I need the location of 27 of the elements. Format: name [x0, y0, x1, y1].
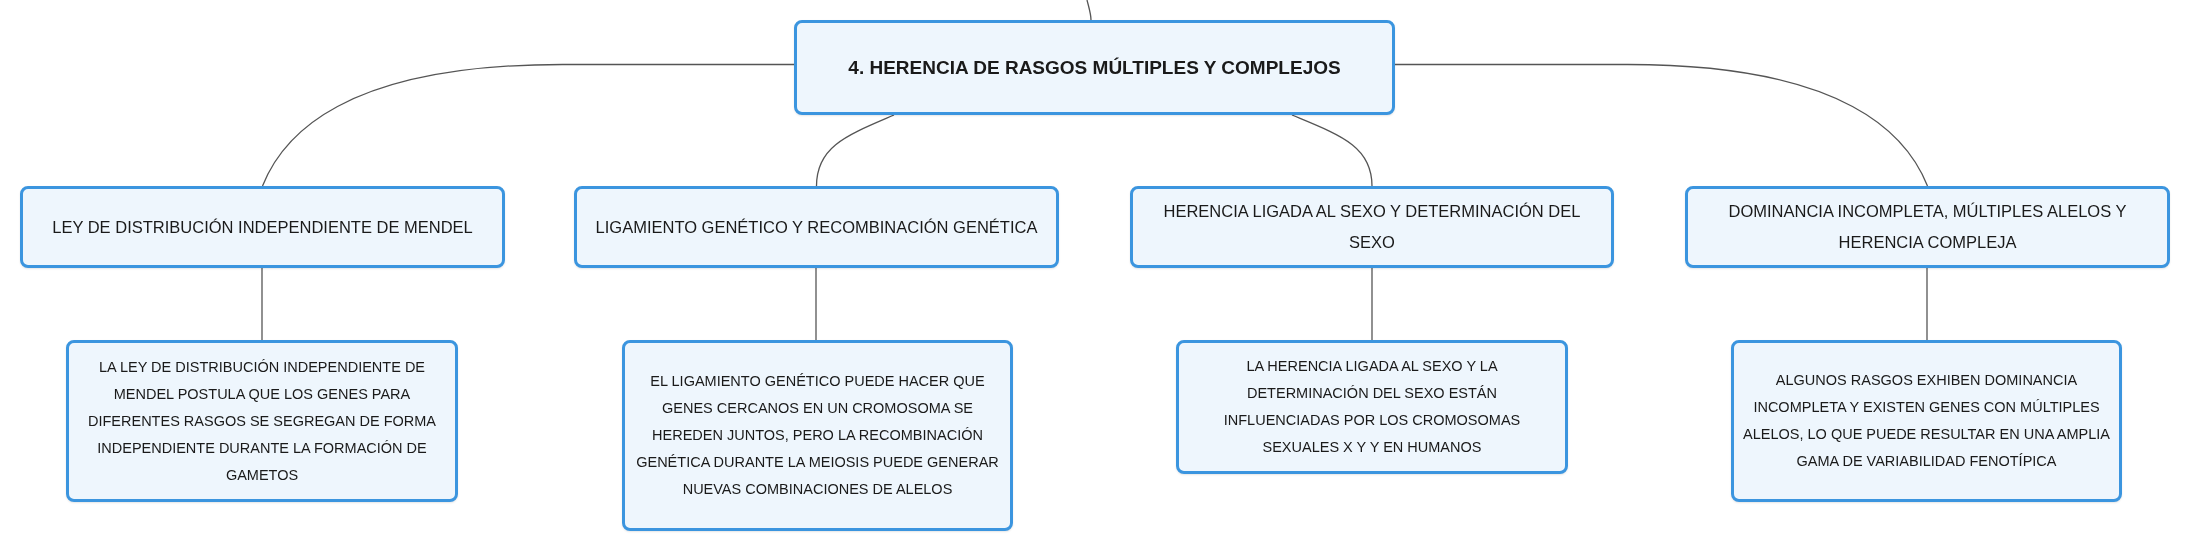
subtopic-title: HERENCIA LIGADA AL SEXO Y DETERMINACIÓN DEL SEXO [1162, 201, 1582, 253]
description-text: EL LIGAMIENTO GENÉTICO PUEDE HACER QUE GENES CERCANOS EN UN CROMOSOMA SE HEREDEN JUNTOS, PERO LA RECOMBINACIÓN GENÉTICA DURANTE LA MEIOSIS PUEDE GENERAR NUEVAS COMBINACIONES DE ALELOS [635, 372, 1000, 499]
description-box [1731, 340, 2122, 502]
subtopic-title: LEY DE DISTRIBUCIÓN INDEPENDIENTE DE MENDEL [52, 216, 473, 238]
connector-line [815, 114, 895, 187]
description-box [66, 340, 458, 502]
description-box [622, 340, 1013, 531]
subtopic-box [1130, 186, 1614, 268]
connector-line [1371, 267, 1373, 341]
connector-line [1291, 114, 1373, 187]
description-text: LA HERENCIA LIGADA AL SEXO Y LA DETERMINACIÓN DEL SEXO ESTÁN INFLUENCIADAS POR LOS CROMOSOMAS SEXUALES X Y Y EN HUMANOS [1222, 357, 1522, 457]
description-text: ALGUNOS RASGOS EXHIBEN DOMINANCIA INCOMPLETA Y EXISTEN GENES CON MÚLTIPLES ALELOS, LO QUE PUEDE RESULTAR EN UNA AMPLIA GAMA DE VARIABILIDAD FENOTÍPICA [1742, 371, 2111, 471]
subtopic-box [20, 186, 505, 268]
subtopic-box [574, 186, 1059, 268]
description-box [1176, 340, 1568, 474]
connector-line [1086, 0, 1092, 21]
subtopic-box [1685, 186, 2170, 268]
topic-box [794, 20, 1395, 115]
subtopic-title: LIGAMIENTO GENÉTICO Y RECOMBINACIÓN GENÉTICA [595, 216, 1038, 238]
connector-line [1926, 267, 1928, 341]
connector-line [815, 267, 817, 341]
connector-line [261, 63, 795, 187]
connector-line [261, 267, 263, 341]
description-text: LA LEY DE DISTRIBUCIÓN INDEPENDIENTE DE MENDEL POSTULA QUE LOS GENES PARA DIFERENTES RASGOS SE SEGREGAN DE FORMA INDEPENDIENTE DURANTE LA FORMACIÓN DE GAMETOS [86, 357, 438, 485]
connector-line [1394, 63, 1929, 187]
topic-title: 4. HERENCIA DE RASGOS MÚLTIPLES Y COMPLEJOS [848, 55, 1341, 80]
subtopic-title: DOMINANCIA INCOMPLETA, MÚLTIPLES ALELOS Y HERENCIA COMPLEJA [1727, 201, 2128, 253]
